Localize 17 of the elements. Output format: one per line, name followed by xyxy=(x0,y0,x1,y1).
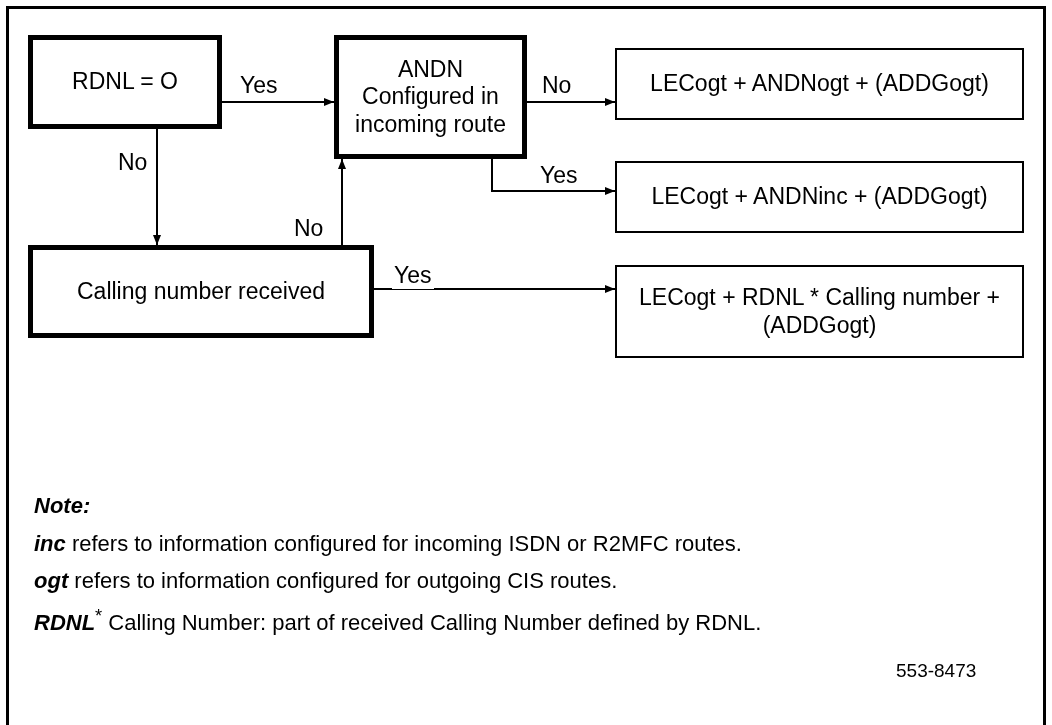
decision-box: ANDN Configured in incoming route xyxy=(334,35,527,159)
arrow xyxy=(153,128,161,246)
note-text: ogt refers to information configured for outgoing CIS routes. xyxy=(34,568,618,594)
arrow xyxy=(338,158,346,246)
note-text: inc refers to information configured for incoming ISDN or R2MFC routes. xyxy=(34,531,742,557)
note-heading: Note: xyxy=(34,493,91,519)
figure-number: 553-8473 xyxy=(896,660,977,682)
arrow xyxy=(373,285,616,293)
note-text: RDNL$^{*}$ Calling Number: part of received Calling Number defined by RDNL. xyxy=(34,605,762,637)
decision-box: Calling number received xyxy=(28,245,374,338)
arrow xyxy=(491,158,616,195)
result-box: LECogt + RDNL * Calling number + (ADDGogt) xyxy=(615,265,1024,358)
result-box: LECogt + ANDNinc + (ADDGogt) xyxy=(615,161,1024,233)
decision-box: RDNL = O xyxy=(28,35,222,129)
arrow xyxy=(221,98,335,106)
arrow xyxy=(526,98,616,106)
result-box: LECogt + ANDNogt + (ADDGogt) xyxy=(615,48,1024,120)
